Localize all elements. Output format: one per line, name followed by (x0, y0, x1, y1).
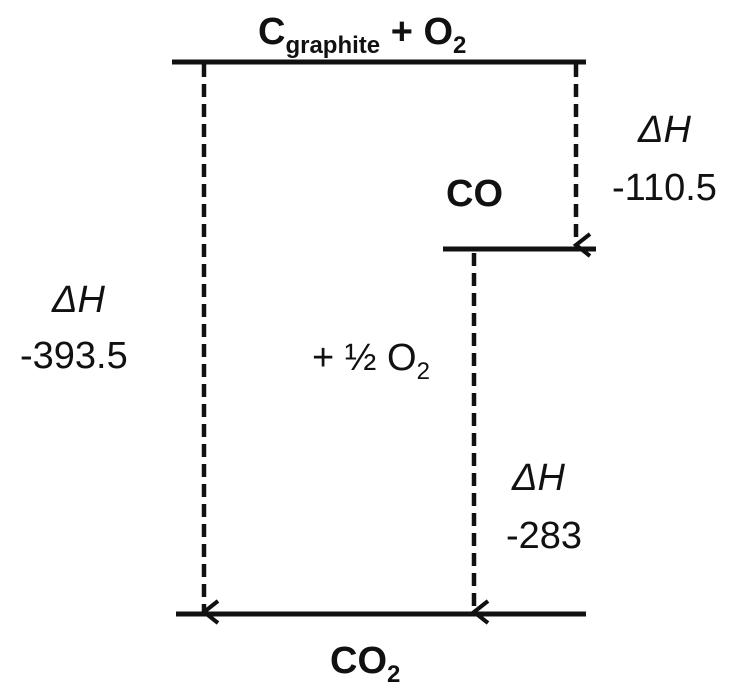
step1-delta-h-label: ΔH (637, 109, 691, 151)
step2-reagent-label: + ½ O2 (312, 337, 430, 385)
bottom-level-main: CO (330, 640, 387, 682)
step2-reagent-subscript: 2 (417, 358, 430, 385)
direct-delta-h-label: ΔH (51, 279, 105, 321)
direct-delta-h-value: -393.5 (20, 335, 128, 377)
step2-delta-h-value: -283 (506, 515, 582, 557)
top-level-subscript-2: 2 (453, 32, 466, 59)
step2-delta-h-label: ΔH (511, 457, 565, 499)
step1-delta-h-value: -110.5 (612, 167, 717, 209)
top-level-main: C (258, 11, 285, 53)
top-level-plus: + O (380, 11, 453, 53)
top-level-subscript: graphite (285, 32, 380, 59)
bottom-level-label: CO2 (330, 640, 400, 688)
step2-reagent-main: + ½ O (312, 337, 417, 379)
top-level-label: Cgraphite + O2 (258, 11, 466, 59)
bottom-level-subscript: 2 (387, 661, 400, 688)
mid-level-label: CO (446, 173, 503, 215)
